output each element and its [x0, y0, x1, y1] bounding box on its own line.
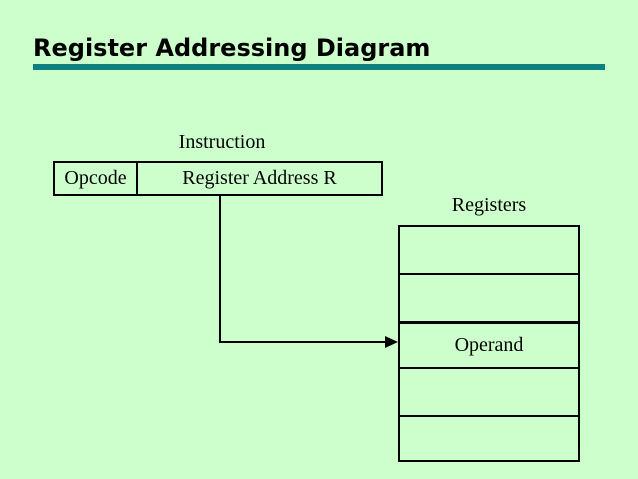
- title-underline-rule: [33, 64, 605, 70]
- instruction-box: Opcode Register Address R: [53, 161, 383, 196]
- registers-label: Registers: [451, 194, 527, 216]
- register-row-operand: Operand: [400, 324, 578, 369]
- instruction-label: Instruction: [178, 131, 266, 153]
- instruction-field-register-address: Register Address R: [182, 167, 337, 189]
- page-title: Register Addressing Diagram: [33, 34, 431, 62]
- register-row: [400, 369, 578, 417]
- connector-arrow-horizontal-segment: [219, 341, 391, 343]
- register-row: [400, 275, 578, 324]
- connector-arrow-vertical-segment: [219, 196, 221, 343]
- register-row: [400, 417, 578, 460]
- connector-arrow-head-icon: [385, 336, 398, 348]
- instruction-field-opcode: Opcode: [55, 163, 138, 194]
- registers-box: Operand: [398, 225, 580, 462]
- register-row: [400, 227, 578, 275]
